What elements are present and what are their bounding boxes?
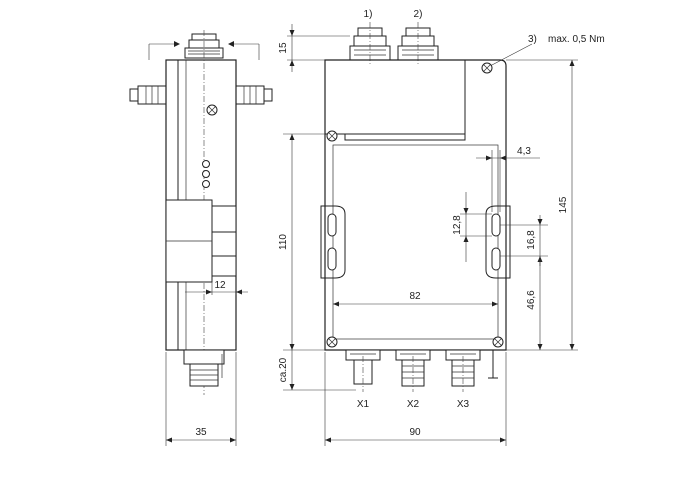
side-top-arrows (148, 41, 260, 60)
front-view: 1) 2) 3) max. 0,5 Nm (278, 9, 605, 446)
side-left-connector (129, 85, 167, 105)
dim-46-6-label: 46,6 (526, 290, 537, 310)
front-housing (324, 59, 507, 351)
side-led-indicators (202, 160, 210, 188)
front-top-connector-2 (397, 22, 439, 66)
dim-ca-20: ca.20 (278, 350, 356, 391)
callout-2: 2) (414, 9, 423, 20)
side-screw-icon (206, 104, 218, 116)
port-x3-connector: X3 (445, 349, 481, 410)
side-bottom-connector (183, 349, 225, 387)
dim-16-8: 16,8 (500, 215, 548, 266)
dim-15-label: 15 (278, 42, 289, 54)
dim-12: 12 (185, 280, 248, 295)
dim-46-6: 46,6 (506, 256, 548, 351)
port-x2-label: X2 (407, 399, 420, 410)
screw-mid-left-icon (326, 130, 338, 142)
dim-145: 145 (506, 59, 578, 351)
dim-4-3-label: 4,3 (517, 146, 531, 157)
screw-bottom-left-icon (326, 336, 338, 348)
port-x2-connector: X2 (395, 349, 431, 410)
dim-15: 15 (278, 24, 350, 72)
callout-1: 1) (364, 9, 373, 20)
screw-bottom-right-icon (492, 336, 504, 348)
dim-35-label: 35 (195, 427, 207, 438)
dim-16-8-label: 16,8 (526, 230, 537, 250)
callout-3: 3) (528, 34, 537, 45)
port-x1-label: X1 (357, 399, 370, 410)
screw-top-right-icon (481, 62, 493, 74)
dim-90: 90 (324, 352, 507, 446)
dim-12-8: 12,8 (452, 192, 492, 262)
dim-ca-20-label: ca.20 (278, 357, 289, 382)
dim-110: 110 (278, 133, 325, 351)
side-view: 12 35 (129, 30, 273, 446)
right-mounting-slots (485, 205, 511, 279)
dim-110-label: 110 (278, 234, 289, 250)
dim-90-label: 90 (409, 427, 421, 438)
torque-label: max. 0,5 Nm (548, 34, 605, 45)
dim-4-3: 4,3 (476, 146, 540, 212)
dim-145-label: 145 (558, 196, 569, 213)
port-x3-label: X3 (457, 399, 470, 410)
ground-pin (488, 350, 498, 379)
dim-35: 35 (165, 352, 237, 446)
left-mounting-slots (320, 205, 346, 279)
port-x1-connector: X1 (345, 349, 381, 410)
side-right-connector (235, 85, 273, 105)
dim-12-8-label: 12,8 (452, 215, 463, 235)
dim-82: 82 (333, 291, 498, 307)
side-mounting-clip (165, 199, 237, 283)
dim-82-label: 82 (409, 291, 421, 302)
dim-12-label: 12 (214, 280, 226, 291)
